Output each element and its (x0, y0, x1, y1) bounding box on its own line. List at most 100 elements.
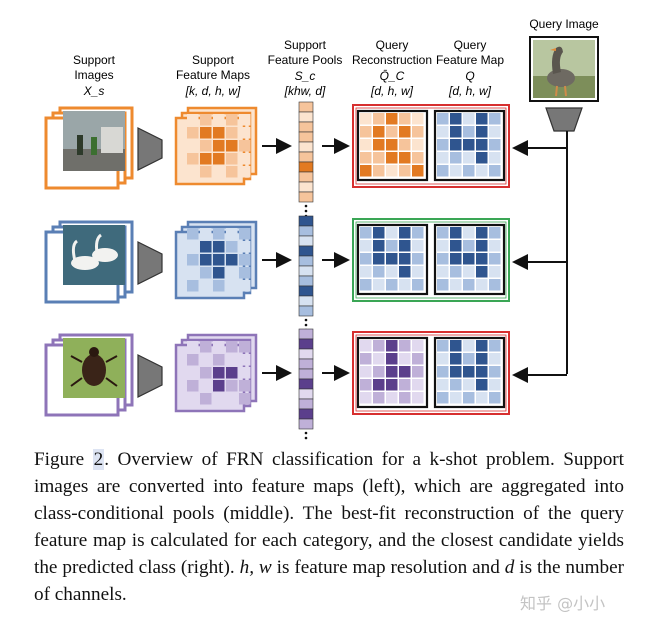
feature-map-cell (200, 241, 212, 253)
query-cell (476, 113, 488, 125)
reconstruction-cell (386, 353, 398, 365)
reconstruction-cell (386, 253, 398, 265)
feature-map-cell (213, 341, 225, 353)
query-cell (489, 165, 501, 177)
reconstruction-cell (386, 227, 398, 239)
header-query-map-1: Query (454, 38, 487, 52)
query-cell (450, 253, 462, 265)
pool-ellipsis-dot (304, 209, 308, 213)
query-cell (489, 392, 501, 404)
reconstruction-cell (373, 165, 385, 177)
reconstruction-cell (386, 379, 398, 391)
feature-map-cell (239, 166, 251, 178)
query-cell (476, 227, 488, 239)
reconstruction-cell (386, 165, 398, 177)
reconstruction-cell (360, 152, 372, 164)
query-cell (463, 227, 475, 239)
query-cell (489, 353, 501, 365)
reconstruction-cell (399, 266, 411, 278)
encoder-funnel (137, 354, 163, 398)
query-cell (463, 139, 475, 151)
feature-map-cell (239, 341, 251, 353)
header-query-map-3: Q (465, 69, 474, 83)
pool-cell (298, 285, 314, 297)
feature-map-cell (200, 380, 212, 392)
query-cell (489, 227, 501, 239)
query-image-title: Query Image (529, 17, 599, 31)
feature-map-cell (239, 153, 251, 165)
reconstruction-cell (399, 126, 411, 138)
query-cell (437, 392, 449, 404)
header-reconstruction-2: Reconstruction (352, 53, 432, 67)
pool-cell (298, 215, 314, 227)
query-cell (476, 279, 488, 291)
reconstruction-cell (373, 340, 385, 352)
pool-cell (298, 151, 314, 163)
result-box (352, 218, 510, 302)
pool-cell (298, 295, 314, 307)
feature-map-cell (187, 380, 199, 392)
feature-map-cell (200, 280, 212, 292)
feature-map-cell (213, 267, 225, 279)
query-cell (489, 279, 501, 291)
query-cell (437, 279, 449, 291)
query-cell (437, 126, 449, 138)
query-cell (437, 240, 449, 252)
pool-cell (298, 348, 314, 360)
feature-map-cell (187, 153, 199, 165)
pool-cell (298, 181, 314, 193)
query-cell (450, 392, 462, 404)
query-cell (437, 165, 449, 177)
reconstruction-cell (386, 152, 398, 164)
reconstruction-cell (373, 253, 385, 265)
reconstruction-cell (373, 139, 385, 151)
caption-figure-number[interactable]: 2 (92, 449, 105, 470)
caption-label: Figure (34, 449, 85, 470)
result-box-inner (355, 334, 507, 412)
pool-cell (298, 121, 314, 133)
query-cell (476, 353, 488, 365)
support-image-pedestrians (63, 111, 125, 171)
reconstruction-cell (399, 340, 411, 352)
feature-map-cell (226, 166, 238, 178)
reconstruction-cell (412, 266, 424, 278)
result-box-inner (355, 221, 507, 299)
reconstruction-cell (412, 113, 424, 125)
query-cell (450, 113, 462, 125)
query-cell (476, 253, 488, 265)
feature-map-cell (213, 153, 225, 165)
query-cell (476, 139, 488, 151)
feature-map-cell (213, 228, 225, 240)
feature-map-cell (187, 267, 199, 279)
query-cell (489, 126, 501, 138)
feature-map-cell (239, 393, 251, 405)
query-cell (489, 113, 501, 125)
query-cell (450, 366, 462, 378)
reconstruction-cell (412, 279, 424, 291)
reconstruction-cell (399, 353, 411, 365)
query-cell (437, 266, 449, 278)
reconstruction-cell (399, 253, 411, 265)
reconstruction-cell (360, 139, 372, 151)
feature-map-cell (187, 140, 199, 152)
query-cell (463, 240, 475, 252)
feature-map-cell (213, 140, 225, 152)
feature-map-cell (213, 166, 225, 178)
reconstruction-cell (360, 253, 372, 265)
query-cell (489, 379, 501, 391)
caption-text: . Overview of FRN classification for a k… (34, 449, 625, 578)
feature-map-cell (187, 254, 199, 266)
query-cell (476, 126, 488, 138)
feature-map-cell (200, 341, 212, 353)
feature-map-cell (239, 228, 251, 240)
feature-map-cell (200, 354, 212, 366)
reconstruction-cell (412, 392, 424, 404)
reconstruction-cell (373, 379, 385, 391)
reconstruction-cell (386, 139, 398, 151)
reconstruction-cell (399, 113, 411, 125)
header-support-images-3: X_s (83, 84, 105, 98)
feature-map-cell (239, 127, 251, 139)
feature-map-cell (226, 380, 238, 392)
query-cell (437, 353, 449, 365)
pool-cell (298, 101, 314, 113)
